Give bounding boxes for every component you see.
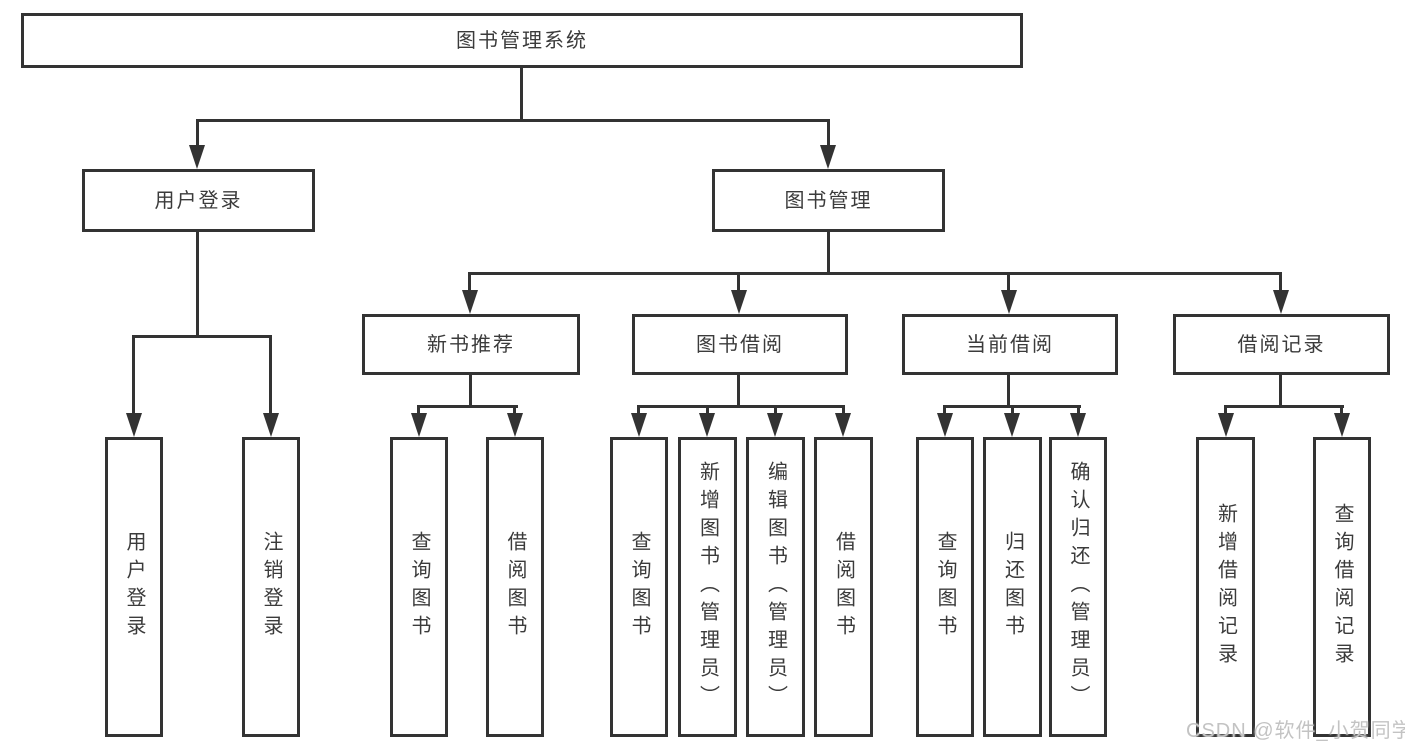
csdn-watermark: CSDN @软件_小贺同学 [1186, 720, 1405, 742]
connector-line [196, 232, 199, 338]
connector-line [468, 272, 471, 292]
connector-arrowhead [1334, 413, 1350, 437]
leaf-logout: 注销登录 [242, 437, 300, 737]
connector-line [1007, 375, 1010, 408]
node-book-management: 图书管理 [712, 169, 945, 232]
connector-arrowhead [411, 413, 427, 437]
connector-arrowhead [1001, 290, 1017, 314]
connector-arrowhead [507, 413, 523, 437]
leaf-confirm-return-admin: 确认归还（管理员） [1049, 437, 1107, 737]
connector-line [132, 335, 272, 338]
connector-line [706, 405, 709, 415]
leaf-recommend-query-books: 查询图书 [390, 437, 448, 737]
leaf-user-login: 用户登录 [105, 437, 163, 737]
leaf-borrow-books: 借阅图书 [814, 437, 873, 737]
leaf-add-borrow-record: 新增借阅记录 [1196, 437, 1255, 737]
connector-line [1077, 405, 1080, 415]
leaf-query-borrow-record: 查询借阅记录 [1313, 437, 1371, 737]
node-borrowing-records: 借阅记录 [1173, 314, 1390, 375]
connector-line [132, 335, 135, 415]
connector-line [637, 405, 640, 415]
node-root-library-management-system: 图书管理系统 [21, 13, 1023, 68]
connector-line [417, 405, 518, 408]
leaf-add-books-admin: 新增图书（管理员） [678, 437, 737, 737]
connector-line [468, 272, 1282, 275]
connector-arrowhead [835, 413, 851, 437]
connector-line [842, 405, 845, 415]
connector-line [1011, 405, 1014, 415]
connector-line [1007, 272, 1010, 292]
connector-line [737, 272, 740, 292]
leaf-borrow-query-books: 查询图书 [610, 437, 668, 737]
connector-line [637, 405, 845, 408]
connector-arrowhead [189, 145, 205, 169]
connector-line [469, 375, 472, 408]
connector-line [943, 405, 946, 415]
connector-line [1340, 405, 1343, 415]
connector-line [1279, 375, 1282, 408]
connector-arrowhead [1004, 413, 1020, 437]
connector-line [774, 405, 777, 415]
connector-line [513, 405, 516, 415]
connector-line [196, 119, 199, 147]
node-user-login: 用户登录 [82, 169, 315, 232]
connector-line [520, 68, 523, 120]
connector-line [1279, 272, 1282, 292]
node-current-borrowing: 当前借阅 [902, 314, 1118, 375]
connector-arrowhead [767, 413, 783, 437]
connector-arrowhead [731, 290, 747, 314]
connector-line [1224, 405, 1227, 415]
connector-line [737, 375, 740, 408]
node-new-book-recommendation: 新书推荐 [362, 314, 580, 375]
connector-line [1224, 405, 1344, 408]
connector-arrowhead [699, 413, 715, 437]
connector-arrowhead [1070, 413, 1086, 437]
connector-arrowhead [1273, 290, 1289, 314]
connector-arrowhead [1218, 413, 1234, 437]
connector-line [827, 119, 830, 147]
connector-arrowhead [462, 290, 478, 314]
node-book-borrowing: 图书借阅 [632, 314, 848, 375]
connector-arrowhead [263, 413, 279, 437]
leaf-recommend-borrow-books: 借阅图书 [486, 437, 544, 737]
connector-line [827, 232, 830, 274]
connector-line [196, 119, 830, 122]
leaf-edit-books-admin: 编辑图书（管理员） [746, 437, 805, 737]
connector-line [417, 405, 420, 415]
connector-arrowhead [631, 413, 647, 437]
leaf-return-books: 归还图书 [983, 437, 1042, 737]
connector-arrowhead [937, 413, 953, 437]
leaf-current-query-books: 查询图书 [916, 437, 974, 737]
connector-line [269, 335, 272, 415]
connector-arrowhead [820, 145, 836, 169]
connector-arrowhead [126, 413, 142, 437]
